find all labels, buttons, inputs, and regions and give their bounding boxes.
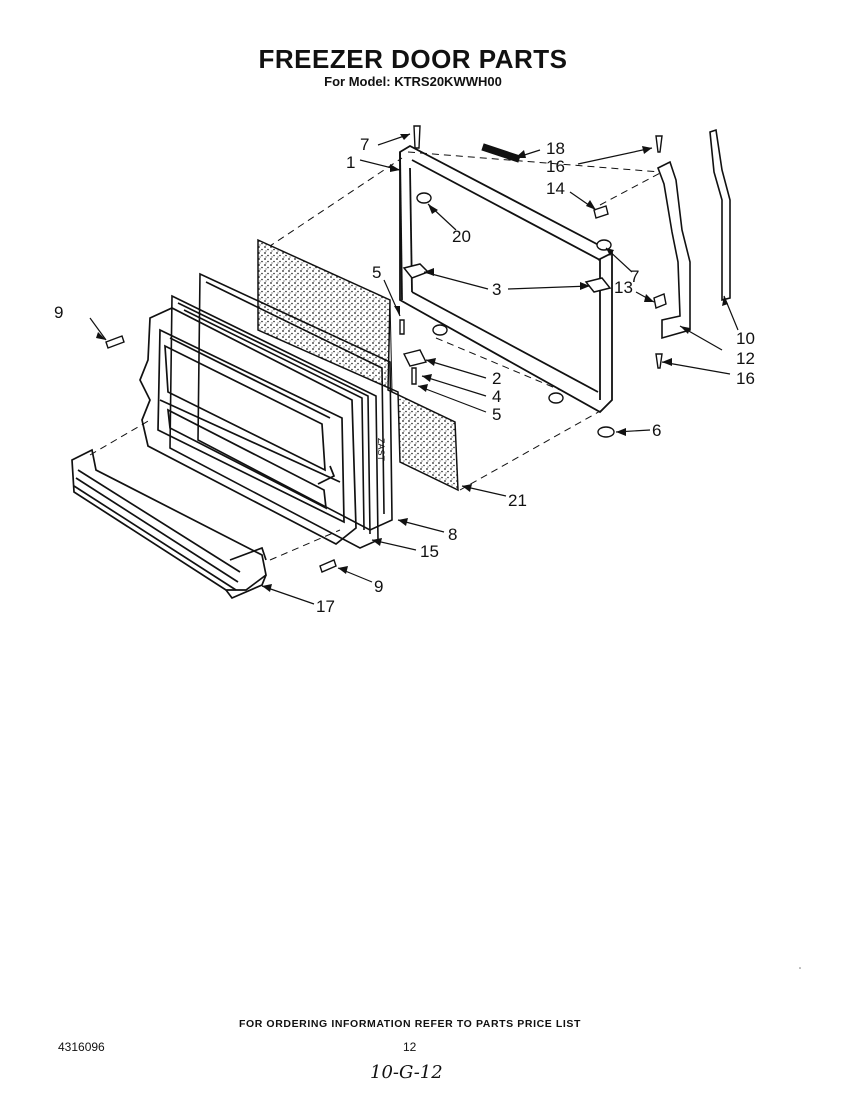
- part-15-gasket: [169, 294, 379, 549]
- callout-16-bottom: 16: [736, 369, 755, 388]
- callout-4: 4: [492, 387, 501, 406]
- ordering-note: FOR ORDERING INFORMATION REFER TO PARTS …: [238, 1018, 582, 1030]
- document-number: 4316096: [58, 1040, 105, 1054]
- model-subtitle: For Model: KTRS20KWWH00: [324, 74, 502, 89]
- part-10-handle-trim: [709, 128, 731, 302]
- hinge-clips: [593, 205, 667, 309]
- part-17-door-shelf: [71, 448, 267, 600]
- callout-20: 20: [452, 227, 471, 246]
- exploded-parts-diagram: ZAST: [54, 125, 801, 969]
- handwritten-note: 10-G-12: [370, 1062, 443, 1083]
- callout-9-bottom: 9: [374, 577, 383, 596]
- callout-2: 2: [492, 369, 501, 388]
- callout-8: 8: [448, 525, 457, 544]
- assembly-guide-lines: [89, 151, 663, 561]
- page-title: FREEZER DOOR PARTS: [258, 44, 568, 74]
- frame-bumpers: [416, 192, 615, 438]
- part-8-door-panel: [197, 272, 393, 531]
- callout-12: 12: [736, 349, 755, 368]
- part-2-hinge-bracket: [402, 349, 428, 367]
- callout-1: 1: [346, 153, 355, 172]
- gasket-print: ZAST: [376, 438, 386, 462]
- callout-3: 3: [492, 280, 501, 299]
- callout-16-top: 16: [546, 157, 565, 176]
- callout-6: 7: [360, 135, 369, 154]
- callout-5-top: 5: [372, 263, 381, 282]
- part-21-insulation: [257, 238, 459, 492]
- callout-7-top: 7: [630, 267, 639, 286]
- door-liner: [139, 307, 357, 546]
- callout-17: 17: [316, 597, 335, 616]
- part-1-door-frame: [399, 144, 613, 414]
- callout-10: 10: [736, 329, 755, 348]
- callout-7-bottom: 6: [652, 421, 661, 440]
- stray-mark: [799, 967, 801, 969]
- callout-5-bottom: 5: [492, 405, 501, 424]
- callout-15: 15: [420, 542, 439, 561]
- callout-14: 14: [546, 179, 565, 198]
- part-18-strip: [481, 143, 521, 163]
- callout-arrowheads: [96, 134, 728, 592]
- callout-numbers: 7 1 18 16 14 20 7 5 3 13 9 10 12 16 2 4 …: [54, 135, 755, 616]
- part-12-side-rail: [656, 160, 691, 340]
- screws: [105, 125, 663, 573]
- callout-21: 21: [508, 491, 527, 510]
- page-number: 12: [403, 1040, 417, 1054]
- callout-9-left: 9: [54, 303, 63, 322]
- callout-13: 13: [614, 278, 633, 297]
- part-3-hinge-brackets: [402, 263, 612, 293]
- callout-18: 18: [546, 139, 565, 158]
